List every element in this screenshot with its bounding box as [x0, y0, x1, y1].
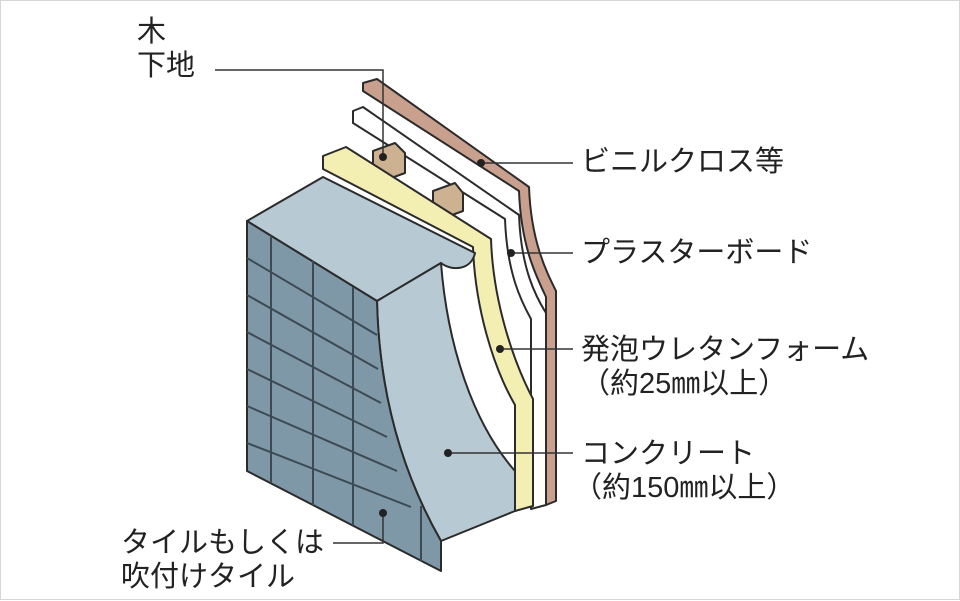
- label-urethane-foam: 発泡ウレタンフォーム （約25㎜以上）: [581, 334, 870, 400]
- label-plaster-board: プラスターボード: [581, 237, 813, 269]
- tile-layer: [246, 220, 442, 572]
- label-wood-frame: 木 下地: [137, 16, 196, 82]
- leader-dots: [379, 153, 515, 517]
- tile-grout-lines: [246, 236, 422, 561]
- label-concrete: コンクリート （約150㎜以上）: [573, 438, 796, 504]
- label-vinyl-cloth: ビニルクロス等: [581, 146, 785, 178]
- leader-lines: [215, 69, 573, 544]
- label-tile: タイルもしくは 吹付けタイル: [121, 527, 325, 593]
- vinyl-cloth-layer: [362, 78, 557, 506]
- urethane-foam-layer: [322, 146, 534, 512]
